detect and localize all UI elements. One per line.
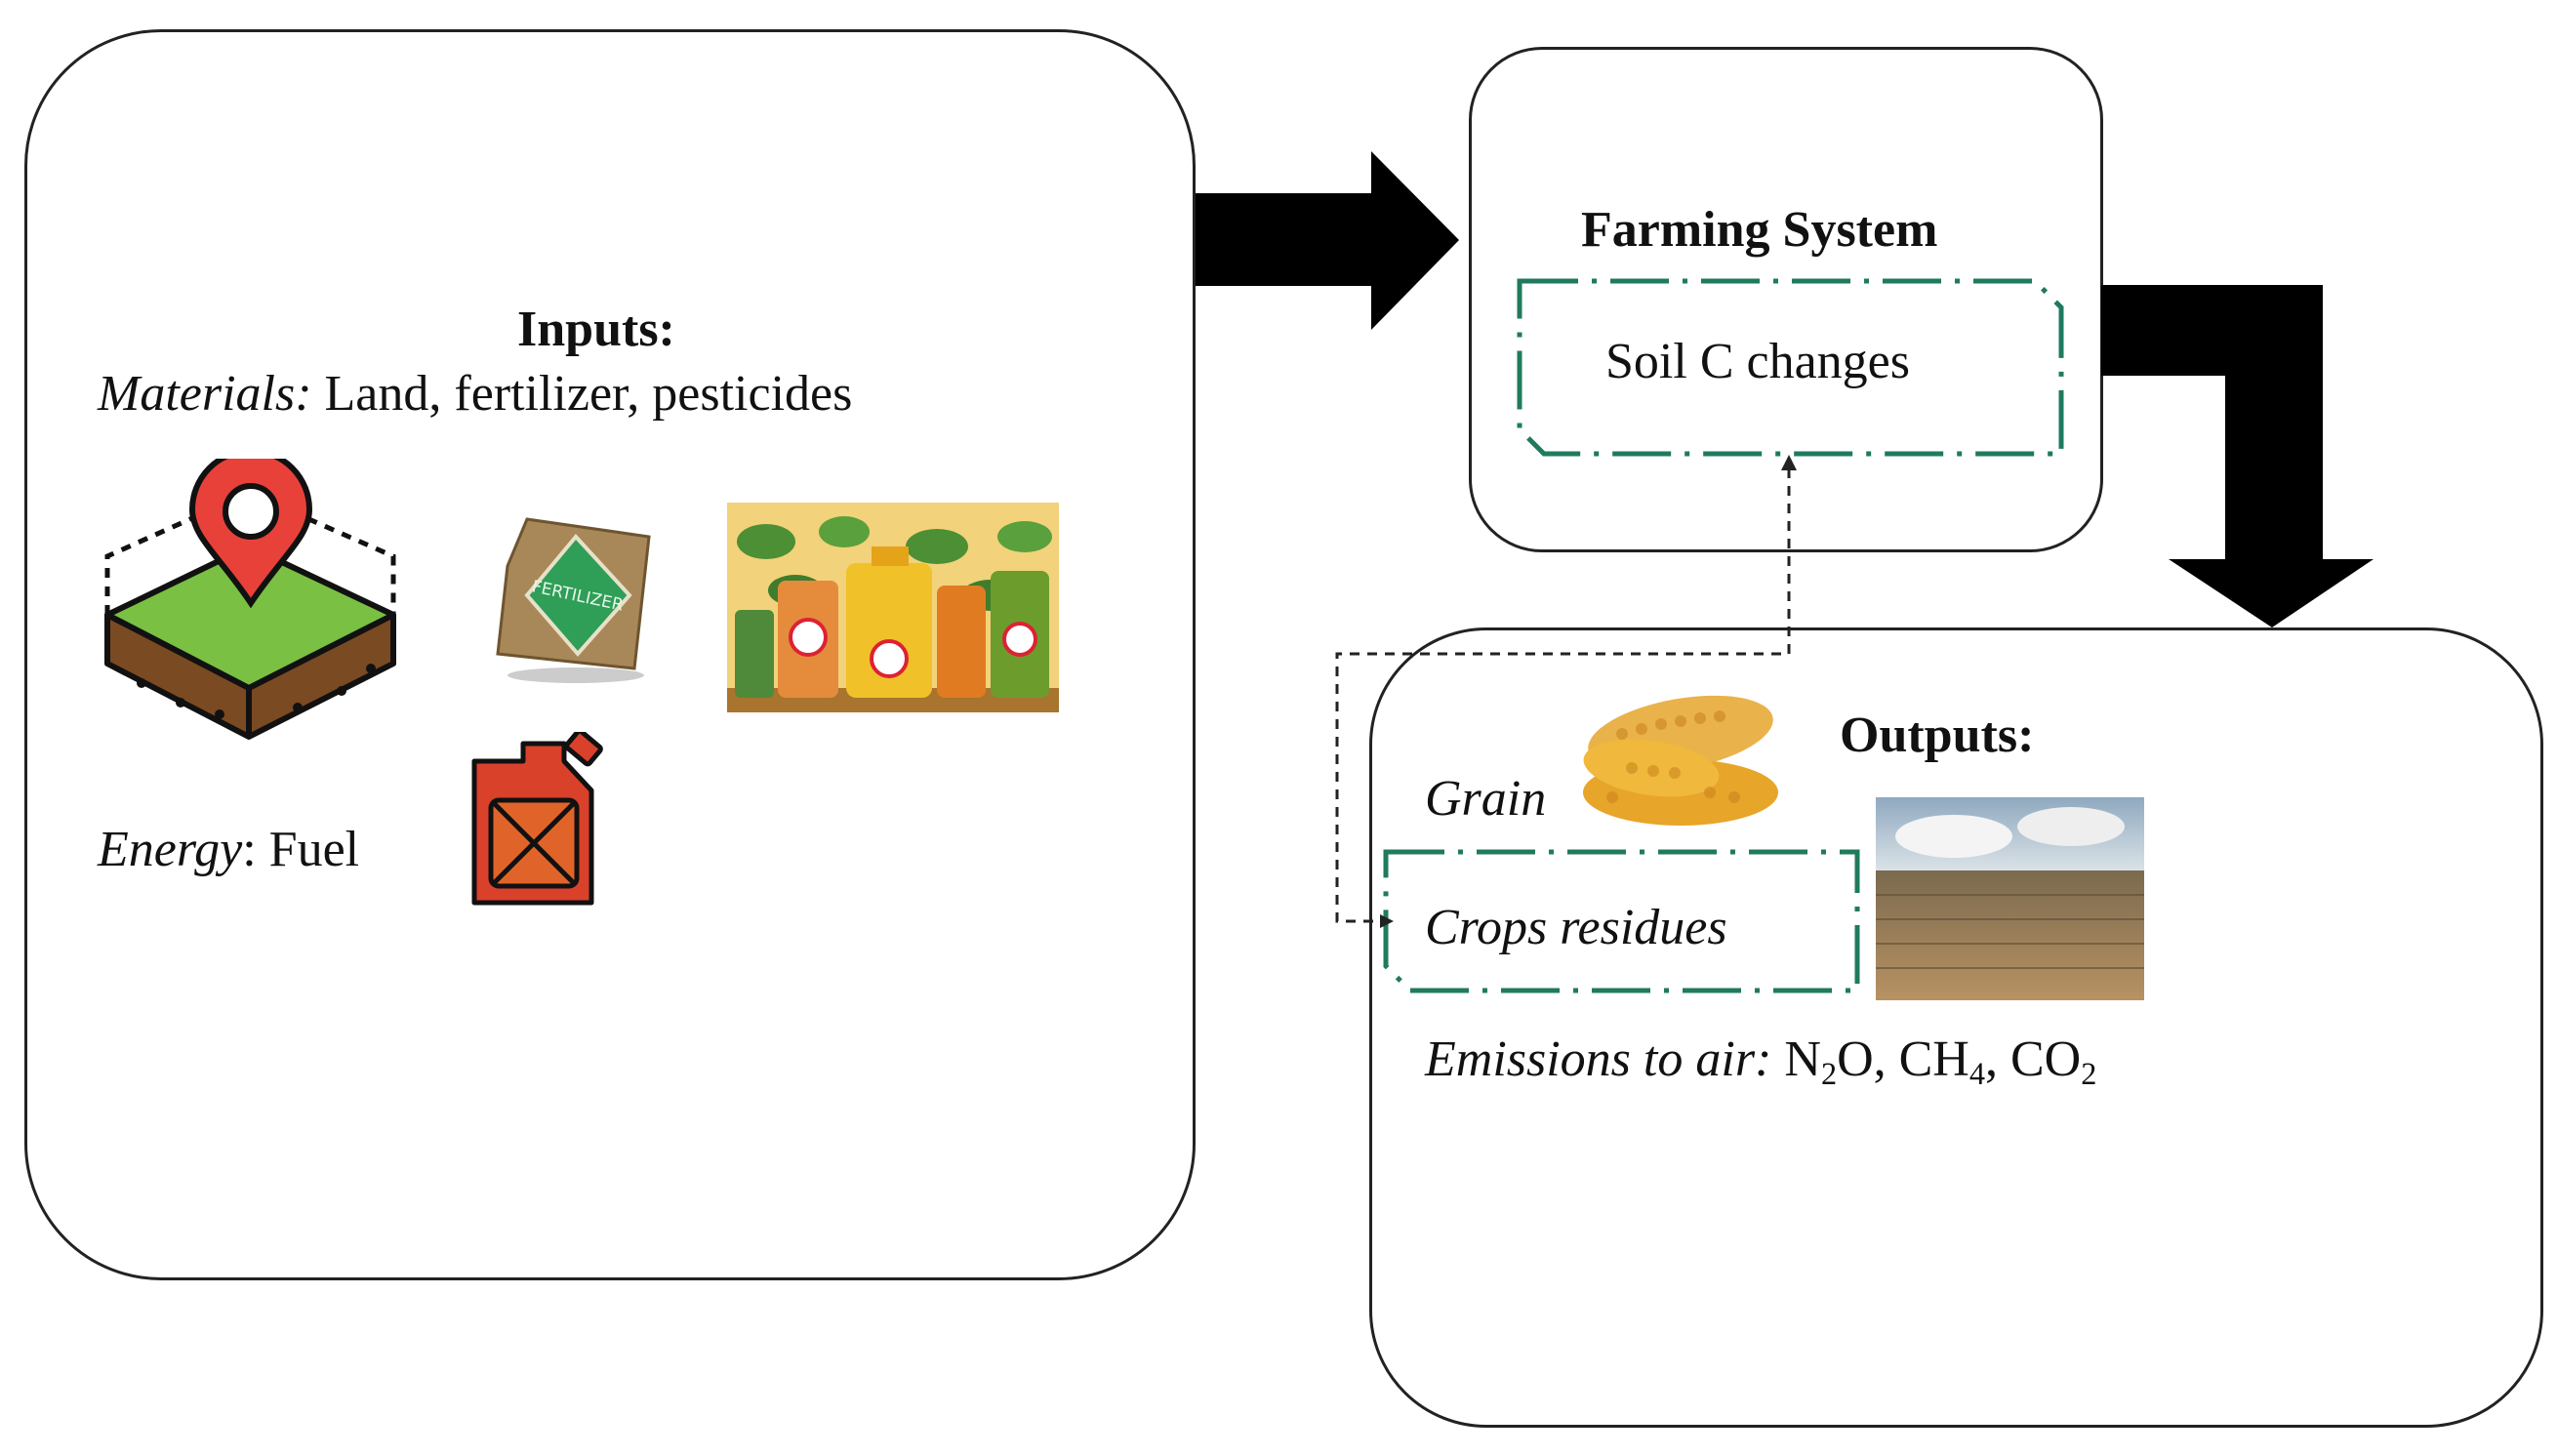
corn-cob-image <box>1583 675 1780 827</box>
arrow-farming-to-outputs <box>2101 285 2374 627</box>
gas-n2o: N2O <box>1784 1031 1874 1092</box>
materials-line: Materials: Land, fertilizer, pesticides <box>98 369 852 420</box>
farming-system-title: Farming System <box>1581 202 1938 258</box>
gas-ch4: CH4 <box>1898 1031 1985 1092</box>
connector-arrowhead-up <box>1781 455 1797 470</box>
fertilizer-bag-icon: FERTILIZER <box>496 517 651 683</box>
outputs-heading: Outputs: <box>1840 708 2035 763</box>
pesticide-bottles-image <box>727 503 1059 712</box>
harvested-field-image <box>1876 797 2144 1000</box>
arrow-inputs-to-farming <box>1196 151 1459 330</box>
soil-c-changes-label: Soil C changes <box>1605 334 1910 389</box>
residues-dashed-box <box>1383 849 1860 993</box>
crops-residues-label: Crops residues <box>1425 900 1727 955</box>
materials-text: Land, fertilizer, pesticides <box>311 366 853 422</box>
gas-co2: CO2 <box>2010 1031 2097 1092</box>
grain-label: Grain <box>1425 771 1547 827</box>
energy-text: : Fuel <box>242 822 360 877</box>
jerrycan-icon <box>471 732 603 906</box>
energy-label: Energy <box>98 822 243 877</box>
materials-label: Materials: <box>98 366 312 422</box>
connector-arrowhead-right <box>1380 914 1394 928</box>
outputs-box <box>1369 627 2543 1428</box>
land-plot-pin-icon <box>104 459 396 740</box>
residue-feedback-connector <box>1335 466 1791 923</box>
emissions-label: Emissions to air: <box>1425 1031 1772 1087</box>
emissions-line: Emissions to air: N2O, CH4, CO2 <box>1425 1031 2097 1092</box>
inputs-heading: Inputs: <box>517 302 675 357</box>
energy-line: Energy: Fuel <box>98 825 359 875</box>
